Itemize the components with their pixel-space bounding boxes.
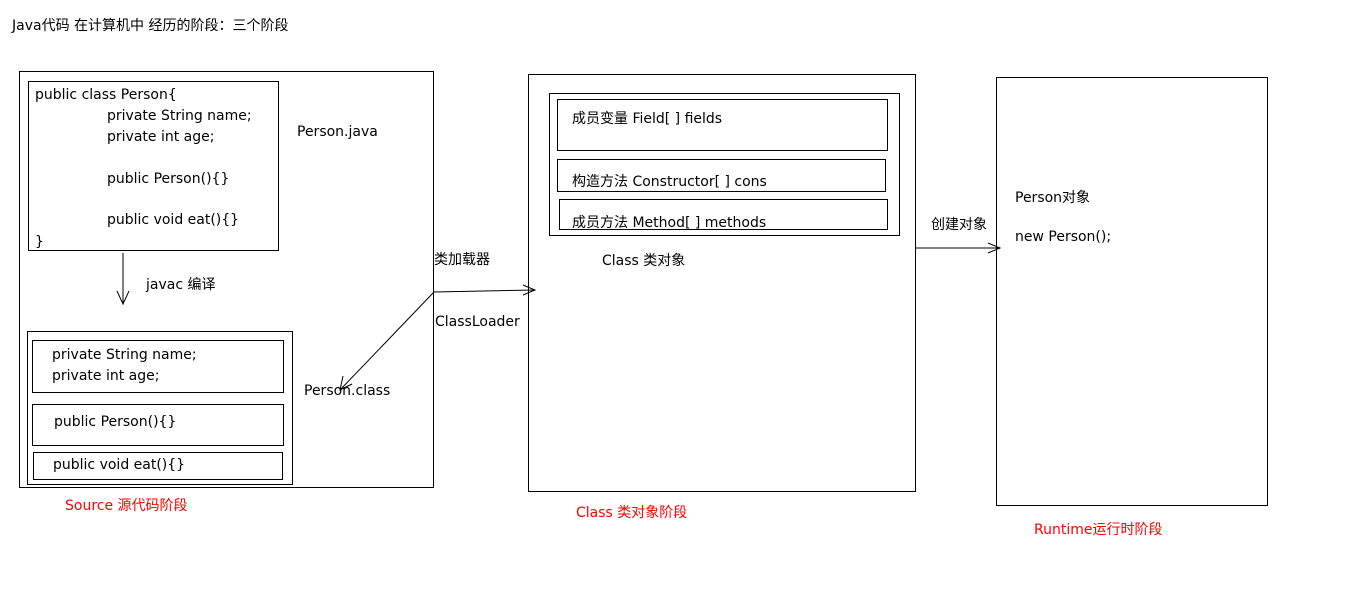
code-line-field-age: private int age; [107,129,215,145]
compile-label: javac 编译 [146,277,216,293]
code-line-field-name: private String name; [107,108,252,124]
source-stage-box [19,71,434,488]
fields-label: 成员变量 Field[ ] fields [572,111,723,127]
bytecode-method-box: public void eat(){} [33,452,283,480]
code-line-method: public void eat(){} [107,212,240,228]
bytecode-constructor-box: public Person(){} [32,404,284,446]
file-label-person-java: Person.java [297,124,378,140]
person-class-box [27,331,293,485]
runtime-stage-label: Runtime运行时阶段 [1034,522,1163,538]
bytecode-method: public void eat(){} [53,457,186,473]
class-object-caption: Class 类对象 [602,253,686,269]
bytecode-field-name: private String name; [52,347,197,363]
runtime-stage-box: Person对象 new Person(); [996,77,1268,506]
classloader-label-en: ClassLoader [435,314,520,330]
create-object-label: 创建对象 [931,217,987,233]
source-stage-label: Source 源代码阶段 [65,498,188,514]
code-line-class-decl: public class Person{ [35,87,177,103]
fields-box: 成员变量 Field[ ] fields [557,99,888,151]
class-object-stage-box [528,74,916,492]
code-line-constructor: public Person(){} [107,171,230,187]
methods-box: 成员方法 Method[ ] methods [559,199,888,231]
runtime-new-expression: new Person(); [1015,229,1112,245]
page-title: Java代码 在计算机中 经历的阶段：三个阶段 [12,18,289,34]
runtime-object-label: Person对象 [1015,190,1091,206]
person-java-code-box: public class Person{ private String name… [28,81,279,251]
methods-label: 成员方法 Method[ ] methods [572,215,767,231]
class-object-stage-label: Class 类对象阶段 [576,505,688,521]
file-label-person-class: Person.class [304,383,391,399]
load-to-class-object-arrow [433,284,537,296]
constructors-box: 构造方法 Constructor[ ] cons [557,159,886,192]
bytecode-field-age: private int age; [52,368,160,384]
classloader-label-cn: 类加载器 [434,252,490,268]
bytecode-fields-box: private String name; private int age; [32,340,284,393]
bytecode-constructor: public Person(){} [54,414,177,430]
class-object-members-box [549,93,900,236]
create-object-arrow [916,242,1002,254]
code-line-close: } [35,234,44,250]
constructors-label: 构造方法 Constructor[ ] cons [572,174,767,190]
